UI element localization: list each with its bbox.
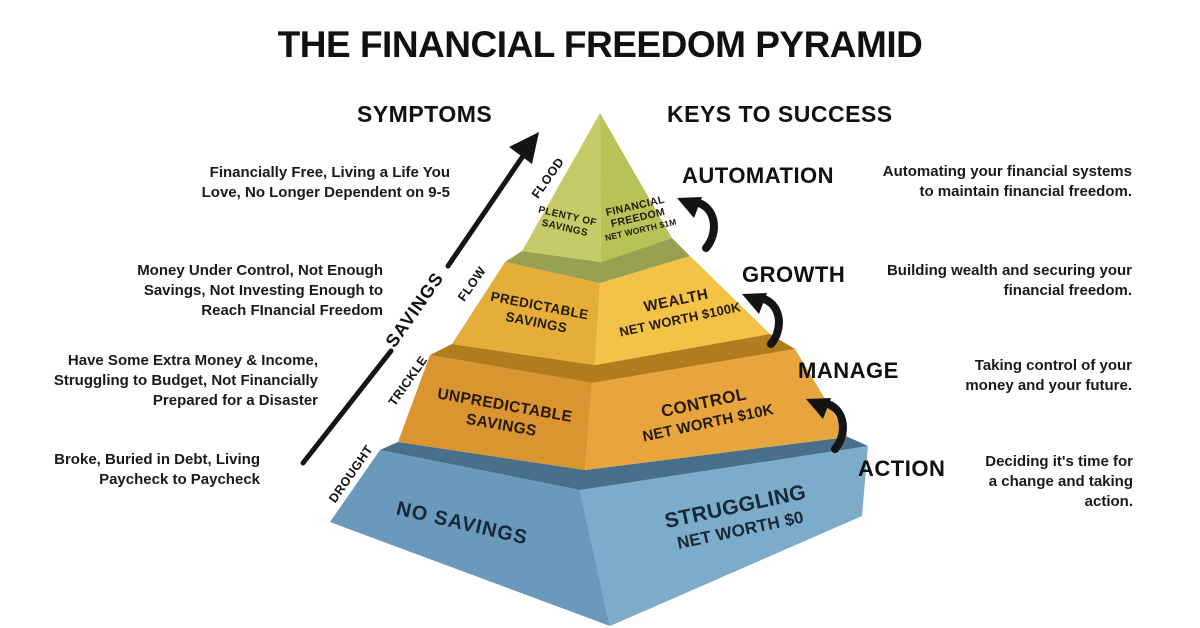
symptom-line: Love, No Longer Dependent on 9-5 <box>201 184 450 201</box>
symptom-line: Struggling to Budget, Not Financially <box>53 372 318 389</box>
symptom-line: Money Under Control, Not Enough <box>137 262 383 279</box>
symptoms-column-header: SYMPTOMS <box>357 101 493 127</box>
level-control-right-face <box>585 349 848 470</box>
savings-arrow-upper-segment <box>445 153 526 269</box>
symptom-struggling: Broke, Buried in Debt, Living Paycheck t… <box>54 450 260 490</box>
symptom-wealth: Money Under Control, Not Enough Savings,… <box>137 261 383 321</box>
savings-arrow-lower-segment <box>300 348 394 466</box>
symptom-line: Broke, Buried in Debt, Living <box>54 451 260 468</box>
symptom-line: Reach FInancial Freedom <box>201 302 383 319</box>
key-desc-line: financial freedom. <box>1003 282 1132 299</box>
symptom-line: Paycheck to Paycheck <box>99 471 260 488</box>
key-label-growth: GROWTH <box>742 262 846 287</box>
symptom-control: Have Some Extra Money & Income, Struggli… <box>54 351 318 411</box>
key-label-action: ACTION <box>858 456 946 481</box>
manage-curved-arrow-head <box>806 398 831 419</box>
level-control-top-ledge <box>430 334 795 383</box>
key-desc-line: to maintain financial freedom. <box>919 183 1132 200</box>
key-desc-automation: Automating your financial systems to mai… <box>883 162 1132 202</box>
automation-curved-arrow <box>677 197 718 252</box>
savings-arrow-head <box>509 132 539 164</box>
key-desc-line: Deciding it's time for <box>985 453 1133 470</box>
key-desc-manage: Taking control of your money and your fu… <box>965 356 1132 396</box>
manage-curved-arrow <box>806 398 847 453</box>
automation-curved-arrow-head <box>677 197 702 218</box>
key-desc-line: a change and taking <box>988 473 1133 490</box>
key-desc-line: Automating your financial systems <box>882 163 1132 180</box>
level-wealth-top-ledge <box>505 238 690 283</box>
key-desc-action: Deciding it's time for a change and taki… <box>985 452 1133 512</box>
key-label-automation: AUTOMATION <box>682 163 835 188</box>
symptom-line: Prepared for a Disaster <box>152 392 318 409</box>
symptom-financial-freedom: Financially Free, Living a Life You Love… <box>202 163 450 203</box>
page-title: THE FINANCIAL FREEDOM PYRAMID <box>277 24 923 65</box>
key-desc-line: money and your future. <box>965 377 1132 394</box>
level-wealth-right-face <box>595 256 770 365</box>
level-struggling-right-face <box>580 446 868 626</box>
key-desc-line: action. <box>1084 493 1133 510</box>
key-desc-growth: Building wealth and securing your financ… <box>887 261 1132 301</box>
key-desc-line: Taking control of your <box>974 357 1132 374</box>
key-label-manage: MANAGE <box>798 358 899 383</box>
keys-column-header: KEYS TO SUCCESS <box>667 101 893 127</box>
automation-curved-arrow-stroke <box>695 199 718 252</box>
symptom-line: Savings, Not Investing Enough to <box>143 282 383 299</box>
level-control-left-face <box>398 355 592 470</box>
manage-curved-arrow-stroke <box>824 400 847 453</box>
key-desc-line: Building wealth and securing your <box>886 262 1132 279</box>
level-wealth-left-face <box>452 262 600 365</box>
level-struggling-left-face <box>330 450 610 626</box>
growth-curved-arrow-stroke <box>760 295 783 348</box>
symptom-line: Financially Free, Living a Life You <box>209 164 450 181</box>
level-financial-freedom-left-face <box>522 113 601 262</box>
growth-curved-arrow <box>742 293 783 348</box>
symptom-line: Have Some Extra Money & Income, <box>67 352 318 369</box>
level-financial-freedom-right-face <box>600 113 672 262</box>
savings-arrow <box>300 132 539 466</box>
growth-curved-arrow-head <box>742 293 767 314</box>
level-struggling-top-ledge <box>380 437 868 490</box>
